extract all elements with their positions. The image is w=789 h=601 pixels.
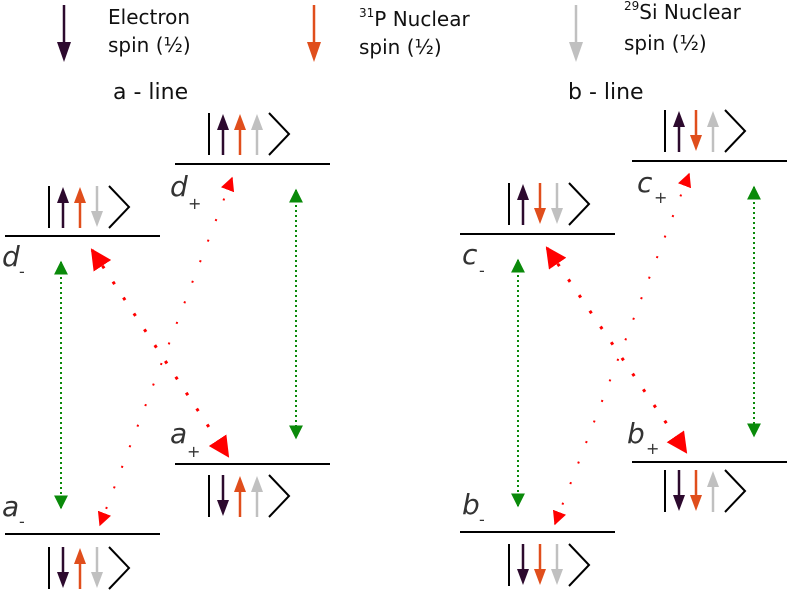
si-nuclear-spin-up-arrow-icon — [251, 476, 263, 517]
transition-d-plus-a-minus-arrow — [97, 176, 235, 527]
electron-spin-arrow-icon — [57, 5, 71, 62]
label-c-minus-letter: c — [462, 238, 478, 271]
label-b-plus-sub: + — [646, 439, 659, 458]
ket-angle-bracket — [108, 546, 131, 590]
ket-a-plus — [208, 474, 291, 518]
ket-d-plus — [208, 112, 291, 156]
ket-c-minus — [508, 182, 591, 226]
si-nuclear-spin-down-arrow-icon — [551, 183, 563, 224]
panel-b-line: b - line c - c + b + b - — [460, 80, 787, 587]
ket-angle-bracket — [568, 182, 591, 226]
electron-spin-down-arrow-icon — [517, 544, 529, 585]
p-nuclear-spin-down-arrow-icon — [534, 183, 546, 224]
legend-electron-label-line2: spin (½) — [108, 33, 191, 57]
si-nuclear-spin-down-arrow-icon — [551, 544, 563, 585]
p-nuclear-spin-arrow-icon — [307, 5, 321, 62]
label-d-plus: d + — [170, 170, 201, 213]
p-nuclear-spin-up-arrow-icon — [234, 476, 246, 517]
legend-p-label: P Nuclear — [374, 7, 470, 31]
legend-si-nuclear-label-line1: 29Si Nuclear — [624, 0, 742, 24]
si-nuclear-spin-up-arrow-icon — [251, 114, 263, 155]
legend-si-label: Si Nuclear — [639, 0, 741, 24]
legend-si-nuclear-label-line2: spin (½) — [624, 31, 707, 55]
label-c-plus-sub: + — [654, 188, 667, 207]
ket-b-minus — [508, 543, 591, 587]
legend: Electron spin (½) 31P Nuclear spin (½) 2… — [57, 0, 742, 62]
label-b-plus: b + — [627, 417, 659, 458]
p-nuclear-spin-up-arrow-icon — [74, 548, 86, 589]
legend-p-nuclear: 31P Nuclear spin (½) — [307, 5, 470, 62]
label-c-plus: c + — [637, 166, 667, 207]
p-nuclear-spin-down-arrow-icon — [690, 110, 702, 151]
label-b-plus-letter: b — [627, 417, 645, 450]
p-nuclear-spin-up-arrow-icon — [74, 187, 86, 228]
transition-c-minus-b-plus-arrow — [545, 246, 688, 454]
legend-si-superscript: 29 — [624, 0, 639, 13]
electron-spin-up-arrow-icon — [673, 111, 685, 152]
ket-angle-bracket — [268, 474, 291, 518]
ket-d-minus — [48, 185, 131, 229]
electron-spin-down-arrow-icon — [57, 547, 69, 588]
ket-angle-bracket — [724, 469, 747, 513]
label-c-minus: c - — [462, 238, 485, 280]
legend-p-nuclear-label-line1: 31P Nuclear — [359, 6, 470, 31]
p-nuclear-spin-down-arrow-icon — [534, 544, 546, 585]
label-c-plus-letter: c — [637, 166, 653, 199]
ket-angle-bracket — [268, 112, 291, 156]
electron-spin-up-arrow-icon — [57, 187, 69, 228]
electron-spin-down-arrow-icon — [673, 470, 685, 511]
label-a-minus-sub: - — [19, 512, 25, 531]
legend-electron-label-line1: Electron — [108, 5, 190, 29]
label-a-minus-letter: a — [2, 490, 19, 523]
ket-angle-bracket — [108, 185, 131, 229]
ket-a-minus — [48, 546, 131, 590]
p-nuclear-spin-down-arrow-icon — [690, 470, 702, 511]
label-d-minus-letter: d — [2, 240, 20, 273]
label-d-minus-sub: - — [19, 262, 25, 281]
label-b-minus-letter: b — [462, 488, 480, 521]
label-a-plus-letter: a — [170, 417, 187, 450]
electron-spin-up-arrow-icon — [217, 114, 229, 155]
label-a-plus: a + — [170, 417, 200, 461]
transition-c-plus-b-minus-arrow — [552, 172, 692, 526]
ket-b-plus — [664, 469, 747, 513]
p-nuclear-spin-up-arrow-icon — [234, 114, 246, 155]
legend-p-superscript: 31 — [359, 6, 374, 20]
legend-electron: Electron spin (½) — [57, 5, 191, 62]
label-c-minus-sub: - — [479, 261, 485, 280]
si-nuclear-spin-up-arrow-icon — [707, 471, 719, 512]
label-d-plus-sub: + — [188, 194, 201, 213]
electron-spin-up-arrow-icon — [517, 184, 529, 225]
legend-si-nuclear: 29Si Nuclear spin (½) — [569, 0, 742, 62]
label-d-minus: d - — [2, 240, 25, 281]
label-b-minus: b - — [462, 488, 485, 529]
ket-c-plus — [664, 109, 747, 153]
label-b-minus-sub: - — [479, 510, 485, 529]
si-nuclear-spin-down-arrow-icon — [91, 547, 103, 588]
ket-angle-bracket — [568, 543, 591, 587]
transition-d-minus-a-plus-arrow — [90, 248, 230, 458]
si-nuclear-spin-up-arrow-icon — [707, 111, 719, 152]
electron-spin-down-arrow-icon — [217, 475, 229, 516]
legend-p-nuclear-label-line2: spin (½) — [359, 35, 442, 59]
label-a-plus-sub: + — [187, 442, 200, 461]
label-d-plus-letter: d — [170, 170, 188, 203]
si-nuclear-spin-down-arrow-icon — [91, 186, 103, 227]
ket-angle-bracket — [724, 109, 747, 153]
panel-a-title: a - line — [113, 80, 188, 105]
panel-b-title: b - line — [568, 80, 644, 105]
panel-a-line: a - line d - d + a + a - — [2, 80, 330, 590]
si-nuclear-spin-arrow-icon — [569, 5, 583, 62]
label-a-minus: a - — [2, 490, 25, 531]
